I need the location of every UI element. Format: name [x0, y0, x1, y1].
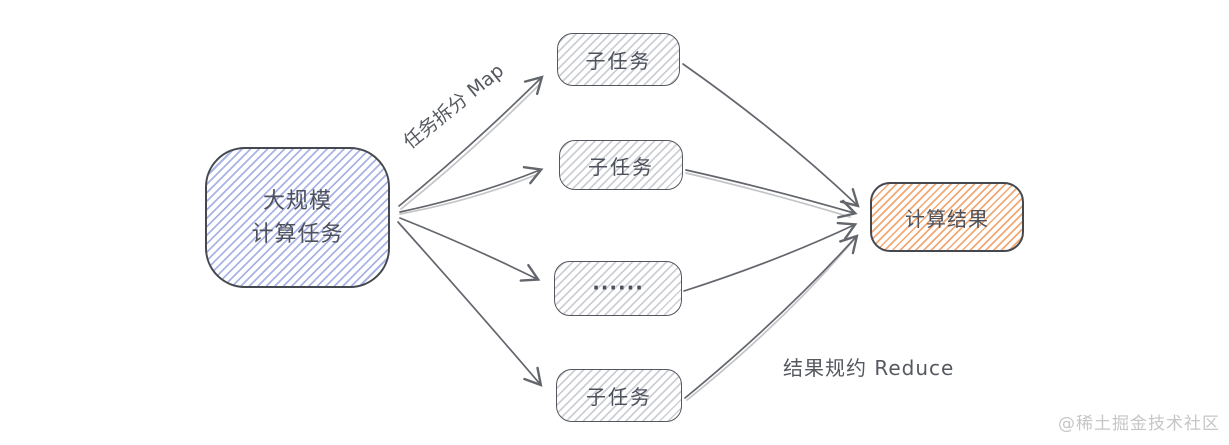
reduce-arrows	[682, 63, 860, 401]
ellipsis-dots: ......	[592, 269, 644, 294]
subtask-box-3: 子任务	[556, 369, 682, 422]
subtask-box-1: 子任务	[557, 33, 680, 86]
subtask-label-2: 子任务	[588, 154, 654, 179]
source-task-box: 大规模 计算任务	[205, 147, 390, 288]
watermark-text: @稀土掘金技术社区	[1058, 414, 1220, 434]
subtask-label-3: 子任务	[586, 385, 652, 409]
result-label: 计算结果	[905, 206, 989, 231]
source-task-line1: 大规模	[262, 188, 332, 214]
ellipsis-box: ......	[554, 261, 682, 316]
result-box: 计算结果	[870, 182, 1024, 252]
map-arrows	[397, 75, 544, 387]
subtask-label-1: 子任务	[585, 49, 652, 73]
source-task-line2: 计算任务	[251, 221, 344, 247]
reduce-phase-label: 结果规约 Reduce	[783, 356, 955, 380]
subtask-box-2: 子任务	[559, 140, 683, 190]
